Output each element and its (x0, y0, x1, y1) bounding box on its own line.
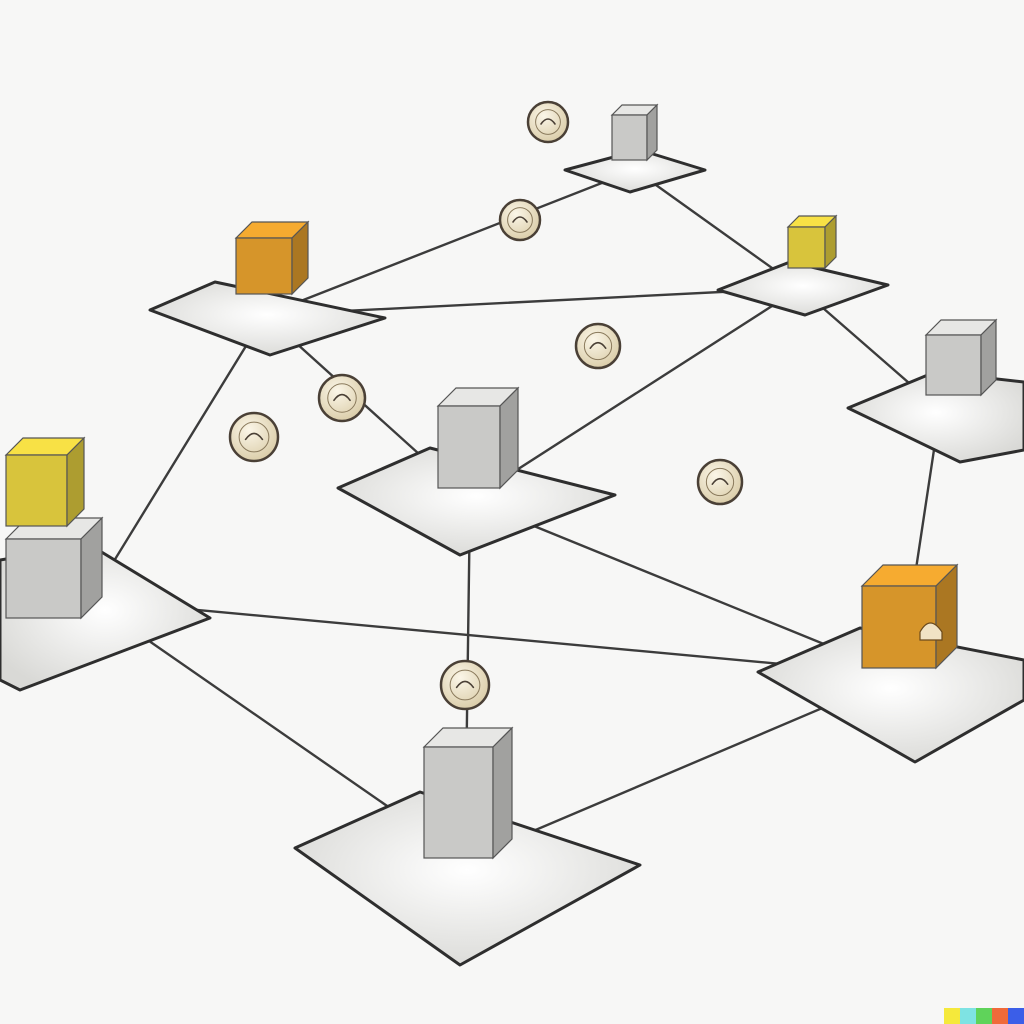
n-upper-right-platform (716, 260, 890, 317)
watermark-swatch (944, 1008, 960, 1024)
coin-icon (526, 100, 570, 144)
watermark-swatch (976, 1008, 992, 1024)
link-n-upper-left-n-left (88, 313, 267, 602)
n-center-server-block (436, 386, 520, 490)
n-left-top-block (4, 436, 86, 528)
n-top-server-block (610, 103, 659, 162)
node-platforms (0, 148, 1024, 967)
coin-icon (696, 458, 744, 506)
link-n-upper-right-n-center (468, 286, 802, 502)
n-upper-left-server-block (234, 220, 310, 296)
n-bottom-platform (293, 790, 642, 967)
n-left-server-block (4, 516, 104, 620)
link-n-top-n-upper-left (263, 168, 637, 317)
coin-icon (228, 411, 280, 463)
n-center-platform (336, 446, 617, 557)
watermark-swatch (960, 1008, 976, 1024)
n-lower-right-server-block (860, 563, 959, 670)
n-lower-right-platform (756, 626, 1024, 764)
n-right-server-block (924, 318, 998, 397)
coin-icon (317, 373, 367, 423)
window-icon (919, 622, 943, 641)
node-blocks (4, 103, 998, 860)
n-upper-left-platform (148, 280, 387, 357)
link-n-left-n-lower-right (88, 598, 902, 677)
watermark-swatch (992, 1008, 1008, 1024)
coin-icon (574, 322, 622, 370)
tokens (228, 100, 744, 711)
coin-icon (439, 659, 491, 711)
coin-icon (498, 198, 542, 242)
watermark-swatch (1008, 1008, 1024, 1024)
n-bottom-server-block (422, 726, 514, 860)
n-upper-right-server-block (786, 214, 838, 270)
color-strip-watermark (944, 1008, 1024, 1024)
